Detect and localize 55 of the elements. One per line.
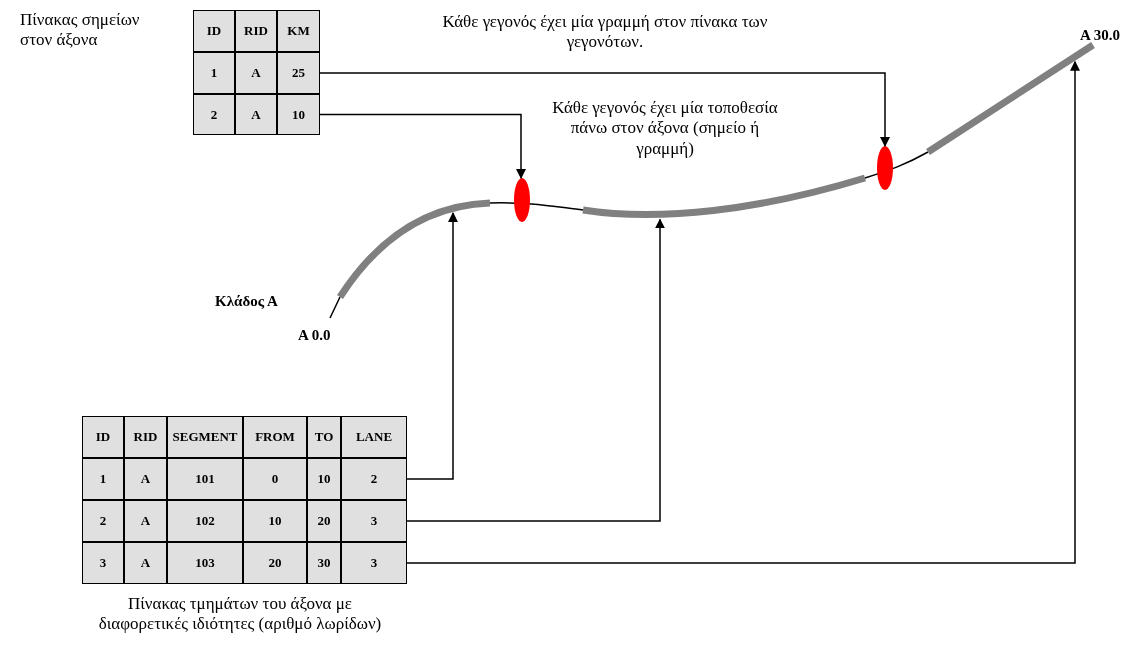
- table-cell: 101: [167, 458, 243, 500]
- table-cell: A: [124, 542, 167, 584]
- event-marker: [514, 178, 530, 222]
- table-row: [82, 542, 407, 584]
- table-cell: 20: [243, 542, 307, 584]
- note-text: Κάθε γεγονός έχει μία γραμμή στον πίνακα των γεγονότων.: [441, 12, 769, 53]
- table-cell: 3: [82, 542, 124, 584]
- table-header-cell: TO: [307, 416, 341, 458]
- table-cell: A: [124, 500, 167, 542]
- arrow: [319, 113, 526, 179]
- arrow: [406, 212, 458, 480]
- road-segment: [582, 174, 866, 219]
- table-cell: 30: [307, 542, 341, 584]
- table-cell: 1: [82, 458, 124, 500]
- table-header-cell: SEGMENT: [167, 416, 243, 458]
- table-header-cell: LANE: [341, 416, 407, 458]
- note-text: Κάθε γεγονός έχει μία τοποθεσία πάνω στον άξονα (σημείο ή γραμμή): [551, 98, 779, 160]
- table-header-cell: RID: [235, 10, 277, 52]
- table-header-cell: RID: [124, 416, 167, 458]
- table-cell: 3: [341, 542, 407, 584]
- table-cell: A: [124, 458, 167, 500]
- axis-label: Κλάδος Α: [215, 292, 279, 310]
- table-header-cell: ID: [82, 416, 124, 458]
- table-cell: 2: [82, 500, 124, 542]
- axis-label: A 0.0: [298, 326, 332, 344]
- axis-label: A 30.0: [1080, 26, 1121, 44]
- table-cell: 2: [193, 94, 235, 135]
- arrow: [406, 60, 1080, 564]
- road-segment: [337, 199, 491, 299]
- table-header-cell: KM: [277, 10, 320, 52]
- arrow: [406, 218, 665, 522]
- note-text: Πίνακας τμημάτων του άξονα με διαφορετικές ιδιότητες (αριθμό λωρίδων): [97, 594, 383, 635]
- table-cell: 10: [307, 458, 341, 500]
- table-row: [193, 52, 320, 94]
- table-cell: 103: [167, 542, 243, 584]
- road-segment: [926, 42, 1095, 155]
- table-cell: 10: [277, 94, 320, 135]
- table-row: [193, 94, 320, 135]
- table-cell: 25: [277, 52, 320, 94]
- table-cell: A: [235, 94, 277, 135]
- table-cell: A: [235, 52, 277, 94]
- event-marker: [877, 146, 893, 190]
- table-cell: 1: [193, 52, 235, 94]
- table-row: [82, 500, 407, 542]
- table-row: [82, 458, 407, 500]
- table-cell: 0: [243, 458, 307, 500]
- table-cell: 3: [341, 500, 407, 542]
- table-cell: 10: [243, 500, 307, 542]
- table-cell: 2: [341, 458, 407, 500]
- note-text: Πίνακας σημείων στον άξονα: [20, 10, 141, 51]
- arrow: [319, 72, 890, 147]
- table-cell: 102: [167, 500, 243, 542]
- table-cell: 20: [307, 500, 341, 542]
- table-header-cell: FROM: [243, 416, 307, 458]
- table-header-cell: ID: [193, 10, 235, 52]
